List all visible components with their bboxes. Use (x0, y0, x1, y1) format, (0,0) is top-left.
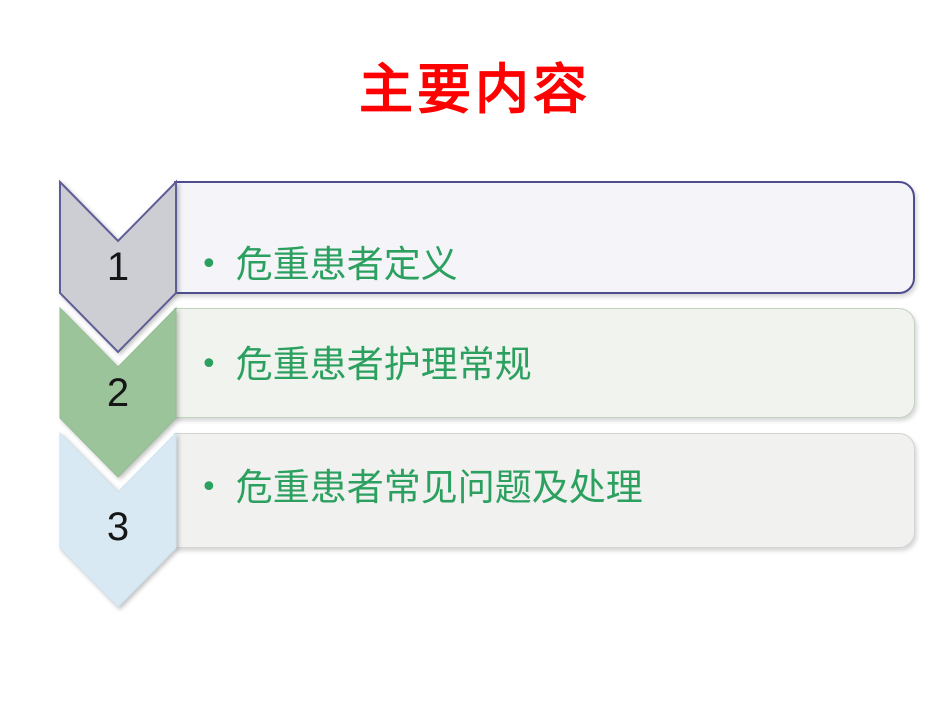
bullet-icon: • (200, 247, 218, 282)
list-item: • 危重患者护理常规 (200, 345, 532, 385)
bullet-icon: • (200, 470, 218, 505)
content-bar-3 (174, 433, 915, 548)
list-item-label: 危重患者护理常规 (235, 343, 532, 386)
bullet-icon: • (200, 347, 218, 382)
arrow-number-3: 3 (106, 505, 130, 549)
arrow-number-1: 1 (106, 245, 130, 289)
list-item: • 危重患者常见问题及处理 (200, 468, 643, 508)
list-item-label: 危重患者定义 (235, 243, 458, 286)
arrow-number-2: 2 (106, 371, 130, 415)
list-item: • 危重患者定义 (200, 245, 458, 285)
list-item-label: 危重患者常见问题及处理 (235, 466, 643, 509)
slide-title: 主要内容 (359, 57, 591, 121)
content-bar-2 (174, 308, 915, 418)
content-bar-1 (174, 181, 915, 294)
